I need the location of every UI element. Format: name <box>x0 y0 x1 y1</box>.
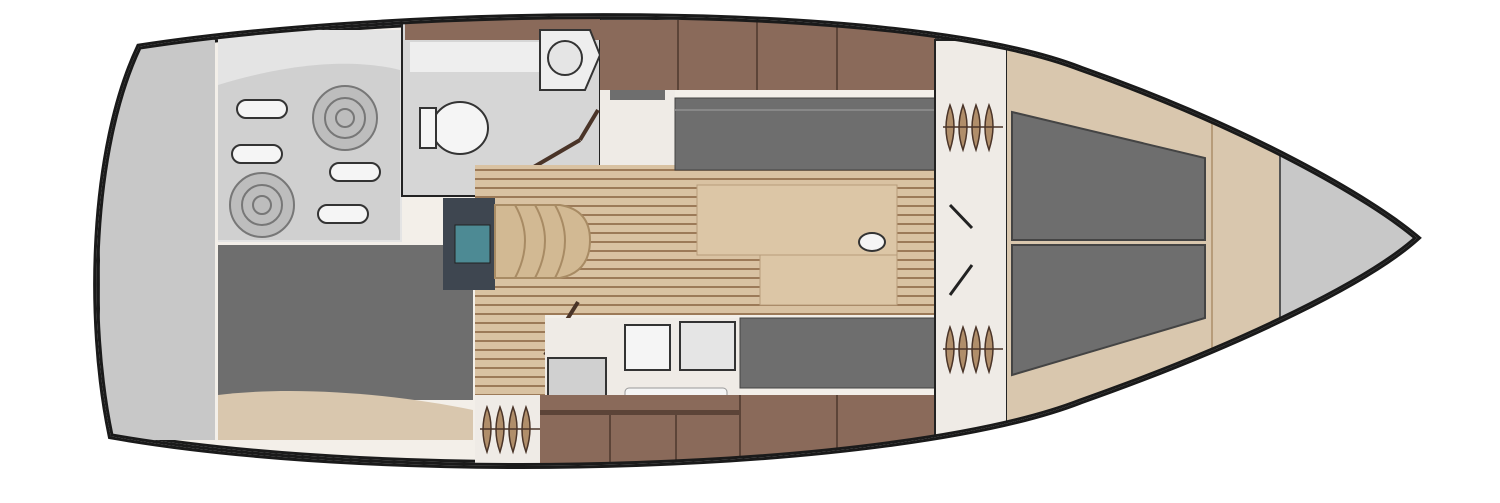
toilet-icon <box>431 101 489 155</box>
v-berth <box>1011 110 1206 241</box>
port-settee <box>674 97 936 171</box>
fender-icons <box>231 99 381 224</box>
hanging-locker-icons <box>480 102 1003 455</box>
fridge-icon <box>624 324 671 371</box>
port-cabinets-top <box>600 20 935 90</box>
rope-coil-icons <box>229 85 378 238</box>
galley-sink-icon <box>679 321 736 371</box>
aft-cabin-berth <box>218 245 473 400</box>
forward-bulkhead <box>934 39 1008 461</box>
starboard-settee <box>739 317 936 389</box>
nav-equipment-icon <box>454 224 491 264</box>
head-sink-icon <box>547 40 583 76</box>
companionway-steps <box>494 204 592 279</box>
